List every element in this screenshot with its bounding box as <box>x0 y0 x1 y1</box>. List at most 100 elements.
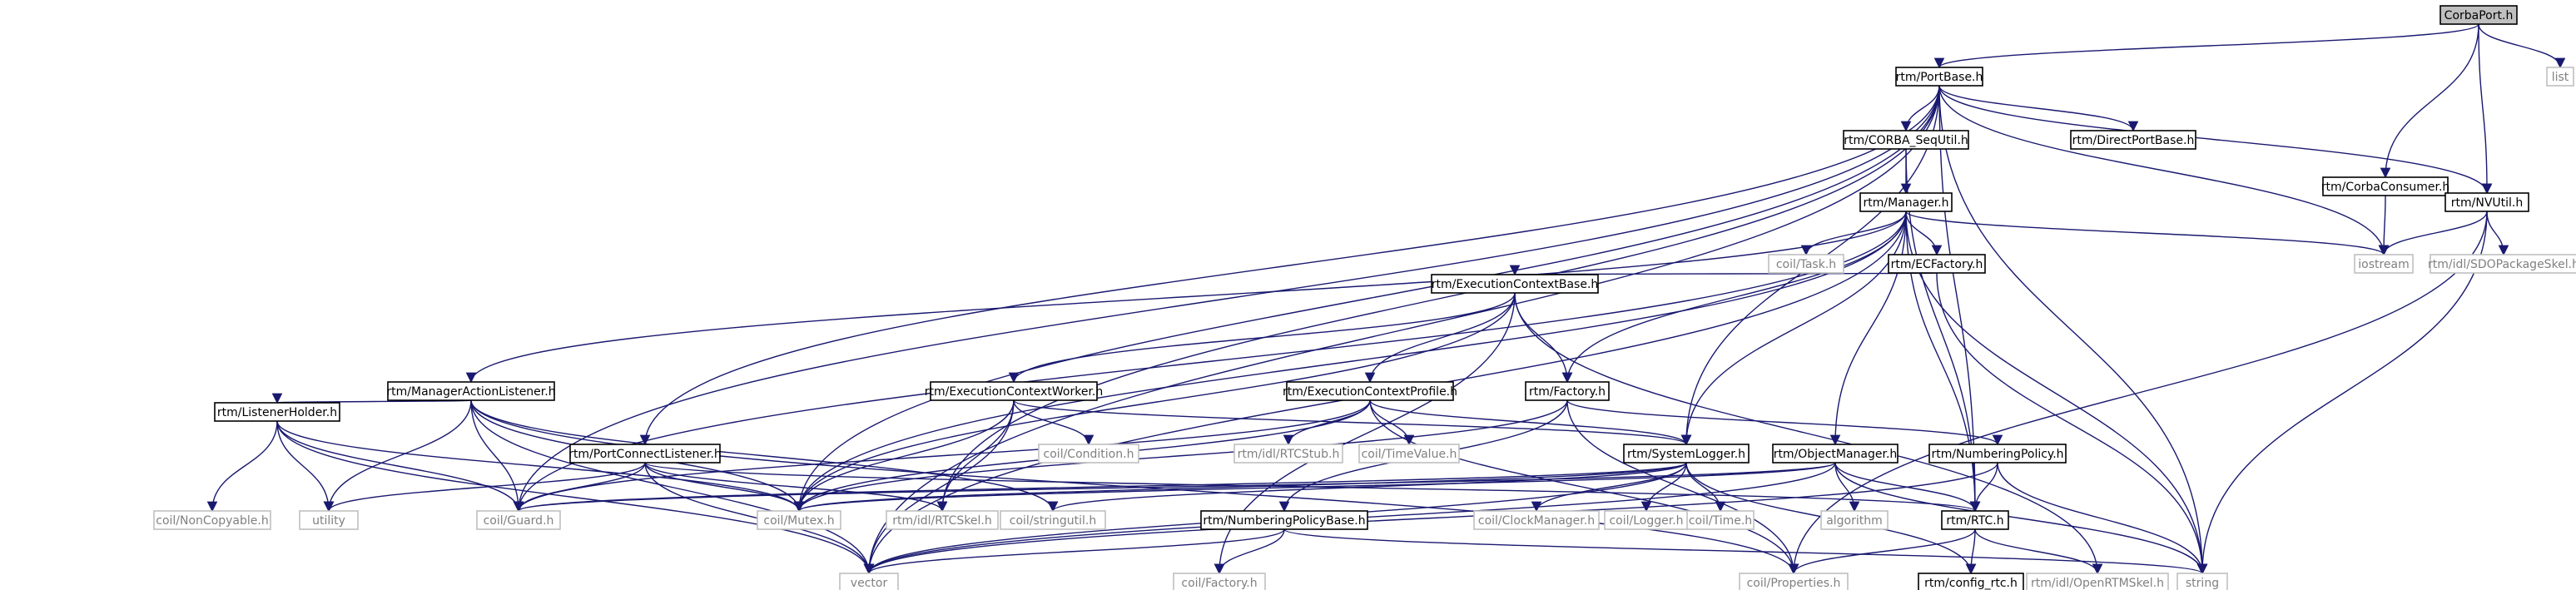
edge-numpolicybase-to-vector <box>863 528 1285 575</box>
node-vector: vector <box>839 573 899 590</box>
edge-ecprofile-to-properties <box>1369 399 1799 575</box>
node-string: string <box>2176 573 2228 590</box>
node-box <box>1739 573 1849 590</box>
node-rtch[interactable]: rtm/RTC.h <box>1941 510 2009 530</box>
node-label: vector <box>851 577 888 590</box>
node-layer: CorbaPort.h rtm/PortBase.h list rtm/CorbaCo… <box>153 5 2576 590</box>
node-label: rtm/Manager.h <box>1863 196 1948 210</box>
node-timevalue: coil/TimeValue.h <box>1358 444 1460 464</box>
node-box <box>1768 254 1844 274</box>
node-box <box>1941 510 2009 530</box>
edge-rtch-to-configrtc <box>1965 528 1977 575</box>
node-label: utility <box>312 514 345 528</box>
node-ecworker[interactable]: rtm/ExecutionContextWorker.h <box>925 381 1104 401</box>
edge-ecworker-to-condition <box>1013 399 1094 446</box>
node-numpolicybase[interactable]: rtm/NumberingPolicyBase.h <box>1200 510 1368 530</box>
node-label: rtm/ExecutionContextProfile.h <box>1283 385 1457 399</box>
edge-syslogger-to-mutex <box>794 462 1687 513</box>
node-label: rtm/ExecutionContextWorker.h <box>925 385 1104 399</box>
edge-objmanager-to-mutex <box>794 462 1836 513</box>
node-portbase[interactable]: rtm/PortBase.h <box>1895 67 1983 87</box>
node-box <box>1173 573 1266 590</box>
node-directportbase[interactable]: rtm/DirectPortBase.h <box>2070 130 2196 150</box>
edge-numpolicy-to-rtch <box>1969 462 1998 513</box>
node-box <box>1918 573 2024 590</box>
node-ecprofile[interactable]: rtm/ExecutionContextProfile.h <box>1283 381 1457 401</box>
node-mutex: coil/Mutex.h <box>757 510 841 530</box>
edge-manager-to-syslogger <box>1680 211 1907 446</box>
node-box <box>387 381 555 401</box>
edge-objmanager-to-algorithm <box>1834 462 1860 513</box>
node-box <box>153 510 271 530</box>
node-label: rtm/idl/RTCStub.h <box>1238 448 1340 461</box>
node-malistener[interactable]: rtm/ManagerActionListener.h <box>386 381 556 401</box>
edge-portconnect-to-mutex <box>644 462 805 513</box>
edge-listenerholder-to-guard <box>276 420 524 513</box>
node-box <box>1859 192 1953 212</box>
node-coilfactory: coil/Factory.h <box>1173 573 1266 590</box>
node-sequtil[interactable]: rtm/CORBA_SeqUtil.h <box>1843 130 1969 150</box>
node-box <box>569 444 721 464</box>
node-label: coil/TimeValue.h <box>1362 448 1457 461</box>
node-box <box>2322 176 2449 196</box>
node-condition: coil/Condition.h <box>1038 444 1139 464</box>
node-manager[interactable]: rtm/Manager.h <box>1859 192 1953 212</box>
node-label: coil/Time.h <box>1689 514 1752 528</box>
node-label: rtm/NVUtil.h <box>2451 196 2524 210</box>
node-box <box>2354 254 2414 274</box>
edge-nvutil-to-iostream <box>2378 211 2488 256</box>
node-nvutil[interactable]: rtm/NVUtil.h <box>2444 192 2529 212</box>
node-ecbase[interactable]: rtm/ExecutionContextBase.h <box>1431 274 1599 294</box>
node-logger: coil/Logger.h <box>1604 510 1689 530</box>
edge-portbase-to-directportbase <box>1938 85 2139 132</box>
edge-manager-to-task <box>1800 211 1907 256</box>
node-corbaconsumer[interactable]: rtm/CorbaConsumer.h <box>2321 176 2450 196</box>
edge-ecbase-to-openrtmskel <box>1514 292 2103 575</box>
node-box <box>1888 254 1986 274</box>
node-label: rtm/DirectPortBase.h <box>2072 134 2195 147</box>
node-syslogger[interactable]: rtm/SystemLogger.h <box>1623 444 1750 464</box>
node-label: rtm/ExecutionContextBase.h <box>1432 278 1599 291</box>
node-label: rtm/ManagerActionListener.h <box>386 385 555 399</box>
edge-numpolicybase-to-string <box>1283 528 2207 575</box>
node-label: CorbaPort.h <box>2444 9 2514 22</box>
node-box <box>476 510 561 530</box>
node-utility: utility <box>299 510 359 530</box>
node-label: algorithm <box>1826 514 1883 528</box>
node-box <box>1525 381 1610 401</box>
node-portconnect[interactable]: rtm/PortConnectListener.h <box>568 444 722 464</box>
node-box <box>2444 192 2529 212</box>
node-label: coil/Mutex.h <box>763 514 834 528</box>
node-corbaport[interactable]: CorbaPort.h <box>2440 5 2518 25</box>
edge-numpolicy-to-string <box>1997 462 2208 575</box>
edge-corbaport-to-corbaconsumer <box>2380 23 2479 179</box>
node-label: rtm/idl/OpenRTMSkel.h <box>2031 577 2164 590</box>
node-label: rtm/config_rtc.h <box>1924 577 2018 590</box>
node-listenerholder[interactable]: rtm/ListenerHolder.h <box>214 402 340 422</box>
edge-malistener-to-vector <box>470 399 875 575</box>
node-numpolicy[interactable]: rtm/NumberingPolicy.h <box>1928 444 2067 464</box>
node-label: coil/Properties.h <box>1747 577 1841 590</box>
node-objmanager[interactable]: rtm/ObjectManager.h <box>1772 444 1898 464</box>
node-configrtc[interactable]: rtm/config_rtc.h <box>1918 573 2024 590</box>
node-label: coil/Factory.h <box>1181 577 1257 590</box>
node-box <box>1686 510 1755 530</box>
edge-ecprofile-to-syslogger <box>1369 399 1692 446</box>
node-box <box>2430 254 2576 274</box>
edge-syslogger-to-guard <box>514 462 1687 513</box>
node-box <box>1200 510 1368 530</box>
edge-layer <box>206 23 2566 575</box>
edge-factory-to-numpolicy <box>1566 399 2003 446</box>
node-label: list <box>2552 71 2569 84</box>
edge-portconnect-to-rtcskel <box>644 462 948 513</box>
node-label: rtm/SystemLogger.h <box>1627 448 1745 461</box>
node-factory[interactable]: rtm/Factory.h <box>1525 381 1610 401</box>
node-rtcstub: rtm/idl/RTCStub.h <box>1233 444 1343 464</box>
node-algorithm: algorithm <box>1820 510 1889 530</box>
edge-nvutil-to-properties <box>1788 211 2488 575</box>
edge-manager-to-iostream <box>1905 211 2390 256</box>
node-properties: coil/Properties.h <box>1739 573 1849 590</box>
node-ecfactory[interactable]: rtm/ECFactory.h <box>1888 254 1986 274</box>
node-label: rtm/idl/RTCSkel.h <box>892 514 992 528</box>
edge-ecbase-to-ecworker <box>1008 292 1516 384</box>
